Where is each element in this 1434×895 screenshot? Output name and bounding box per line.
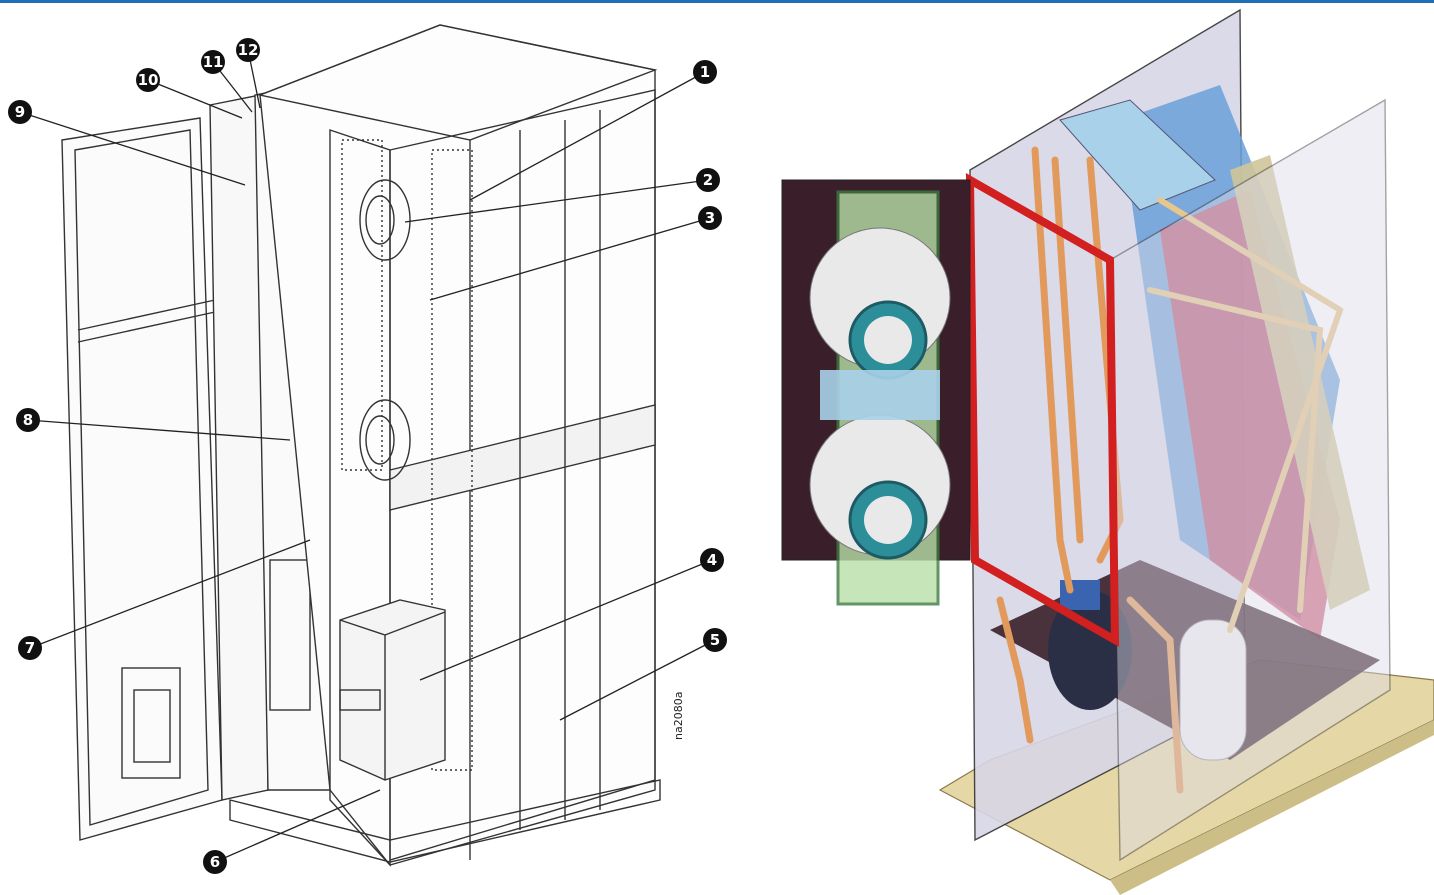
callout-11: 11 [201,50,225,74]
front-panel [1109,98,1391,862]
figure-code: na2080a [672,692,685,740]
refrigerant-lines [1147,197,1344,633]
svg-text:8: 8 [23,411,33,429]
callout-1: 1 [693,60,717,84]
red-door-frame [965,173,1120,647]
callout-4: 4 [700,548,724,572]
callout-6: 6 [203,850,227,874]
callout-5: 5 [703,628,727,652]
svg-text:3: 3 [705,209,715,227]
cabinet-line-drawing: 1 2 3 4 5 6 7 8 9 10 11 12 na2080a [8,24,727,874]
callout-7: 7 [18,636,42,660]
copper-pipes [996,146,1184,794]
svg-text:7: 7 [25,639,35,657]
callout-3: 3 [698,206,722,230]
svg-text:11: 11 [203,53,224,71]
callout-8: 8 [16,408,40,432]
cabinet-outline [61,24,661,867]
callout-12: 12 [236,38,260,62]
svg-text:4: 4 [707,551,717,569]
door-label-panel [820,370,940,420]
unit-color-render [781,8,1434,895]
callout-9: 9 [8,100,32,124]
receiver-tank [1179,619,1247,761]
svg-text:5: 5 [710,631,720,649]
svg-text:1: 1 [700,63,710,81]
svg-text:6: 6 [210,853,220,871]
top-accent-line [0,0,1434,3]
svg-text:10: 10 [138,71,159,89]
svg-text:9: 9 [15,103,25,121]
filter-media [1230,155,1370,610]
fan-upper [809,227,951,380]
svg-text:2: 2 [703,171,713,189]
fan-lower [809,414,951,560]
svg-text:12: 12 [238,41,259,59]
callout-2: 2 [696,168,720,192]
top-duct [1059,99,1216,211]
callout-10: 10 [136,68,160,92]
